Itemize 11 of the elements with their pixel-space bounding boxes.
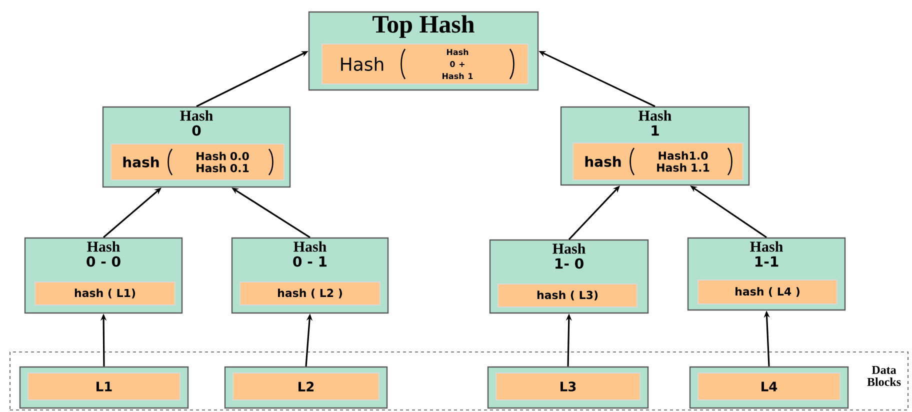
hash-value-box: hash ( L1) [34,282,176,306]
hash-formula-box: hash Hash 0.0 Hash 0.1 [110,144,284,180]
hash-formula-box: Hash Hash 0 + Hash 1 [322,44,528,84]
hash-value-box: hash ( L4 ) [698,280,838,304]
hash-value-box: L1 [28,372,180,400]
hash-value-box: L2 [232,372,380,400]
hash-value-box: hash ( L3) [498,284,638,308]
hash-value-box: hash ( L2 ) [240,282,380,306]
hash-value-box: L3 [496,372,640,400]
hash-formula-box: hash Hash1.0 Hash 1.1 [572,142,744,180]
hash-value-box: L4 [698,372,840,400]
